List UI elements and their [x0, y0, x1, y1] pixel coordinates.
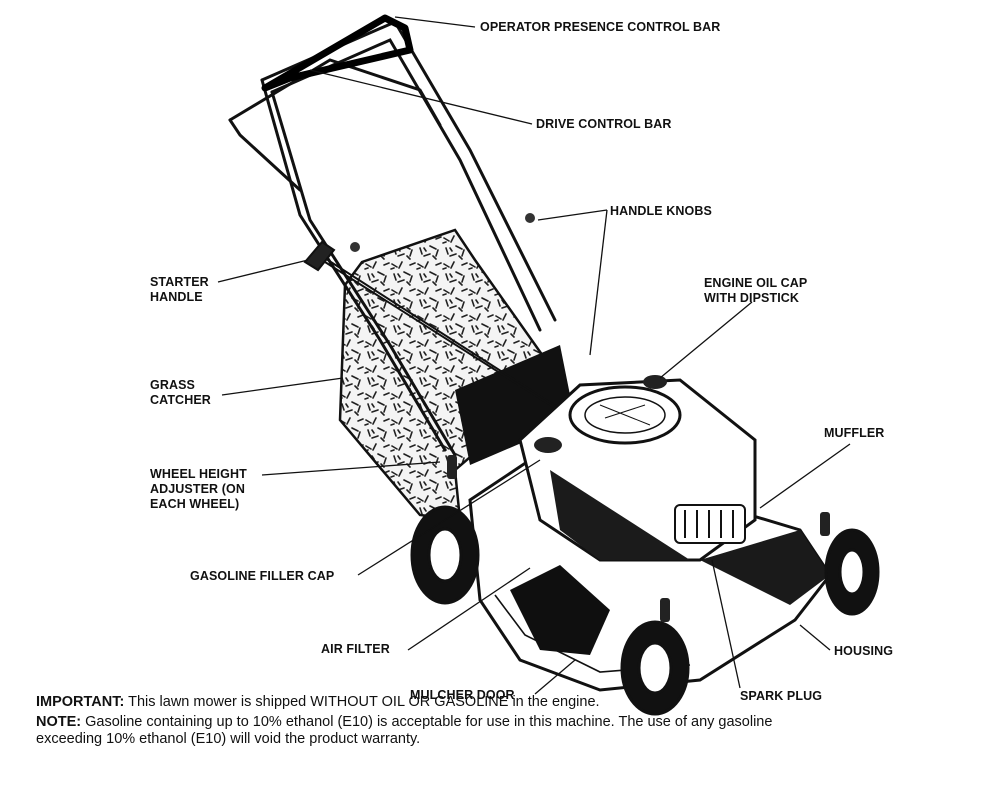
- label-spark-plug: SPARK PLUG: [740, 689, 823, 703]
- leader-lines: [217, 16, 851, 695]
- ethanol-note: NOTE: Gasoline containing up to 10% etha…: [36, 714, 796, 748]
- height-adjusters: [447, 455, 830, 622]
- wheels: [410, 505, 880, 716]
- starter-handle-shape: [303, 213, 535, 272]
- note-text: Gasoline containing up to 10% ethanol (E…: [36, 714, 773, 747]
- label-drive-control-bar: DRIVE CONTROL BAR: [536, 117, 672, 131]
- note-label: NOTE:: [36, 714, 82, 730]
- notes-block: IMPORTANT: This lawn mower is shipped WI…: [36, 694, 796, 751]
- label-grass-catcher: GRASS CATCHER: [150, 378, 211, 407]
- label-operator-presence-control-bar: OPERATOR PRESENCE CONTROL BAR: [480, 20, 721, 34]
- label-air-filter: AIR FILTER: [321, 642, 390, 656]
- important-text: This lawn mower is shipped WITHOUT OIL O…: [124, 694, 600, 710]
- label-engine-oil-cap: ENGINE OIL CAP WITH DIPSTICK: [704, 276, 808, 305]
- label-wheel-height-adjuster: WHEEL HEIGHT ADJUSTER (ON EACH WHEEL): [150, 467, 247, 511]
- operator-presence-bar: [261, 14, 414, 92]
- label-gasoline-filler-cap: GASOLINE FILLER CAP: [190, 569, 335, 583]
- important-note: IMPORTANT: This lawn mower is shipped WI…: [36, 694, 796, 711]
- label-muffler: MUFFLER: [824, 426, 885, 440]
- label-starter-handle: STARTER HANDLE: [150, 275, 209, 304]
- engine-body: [518, 375, 757, 562]
- label-mulcher-door: MULCHER DOOR: [410, 688, 515, 702]
- important-label: IMPORTANT:: [36, 694, 125, 710]
- label-housing: HOUSING: [834, 644, 894, 658]
- label-handle-knobs: HANDLE KNOBS: [610, 204, 712, 218]
